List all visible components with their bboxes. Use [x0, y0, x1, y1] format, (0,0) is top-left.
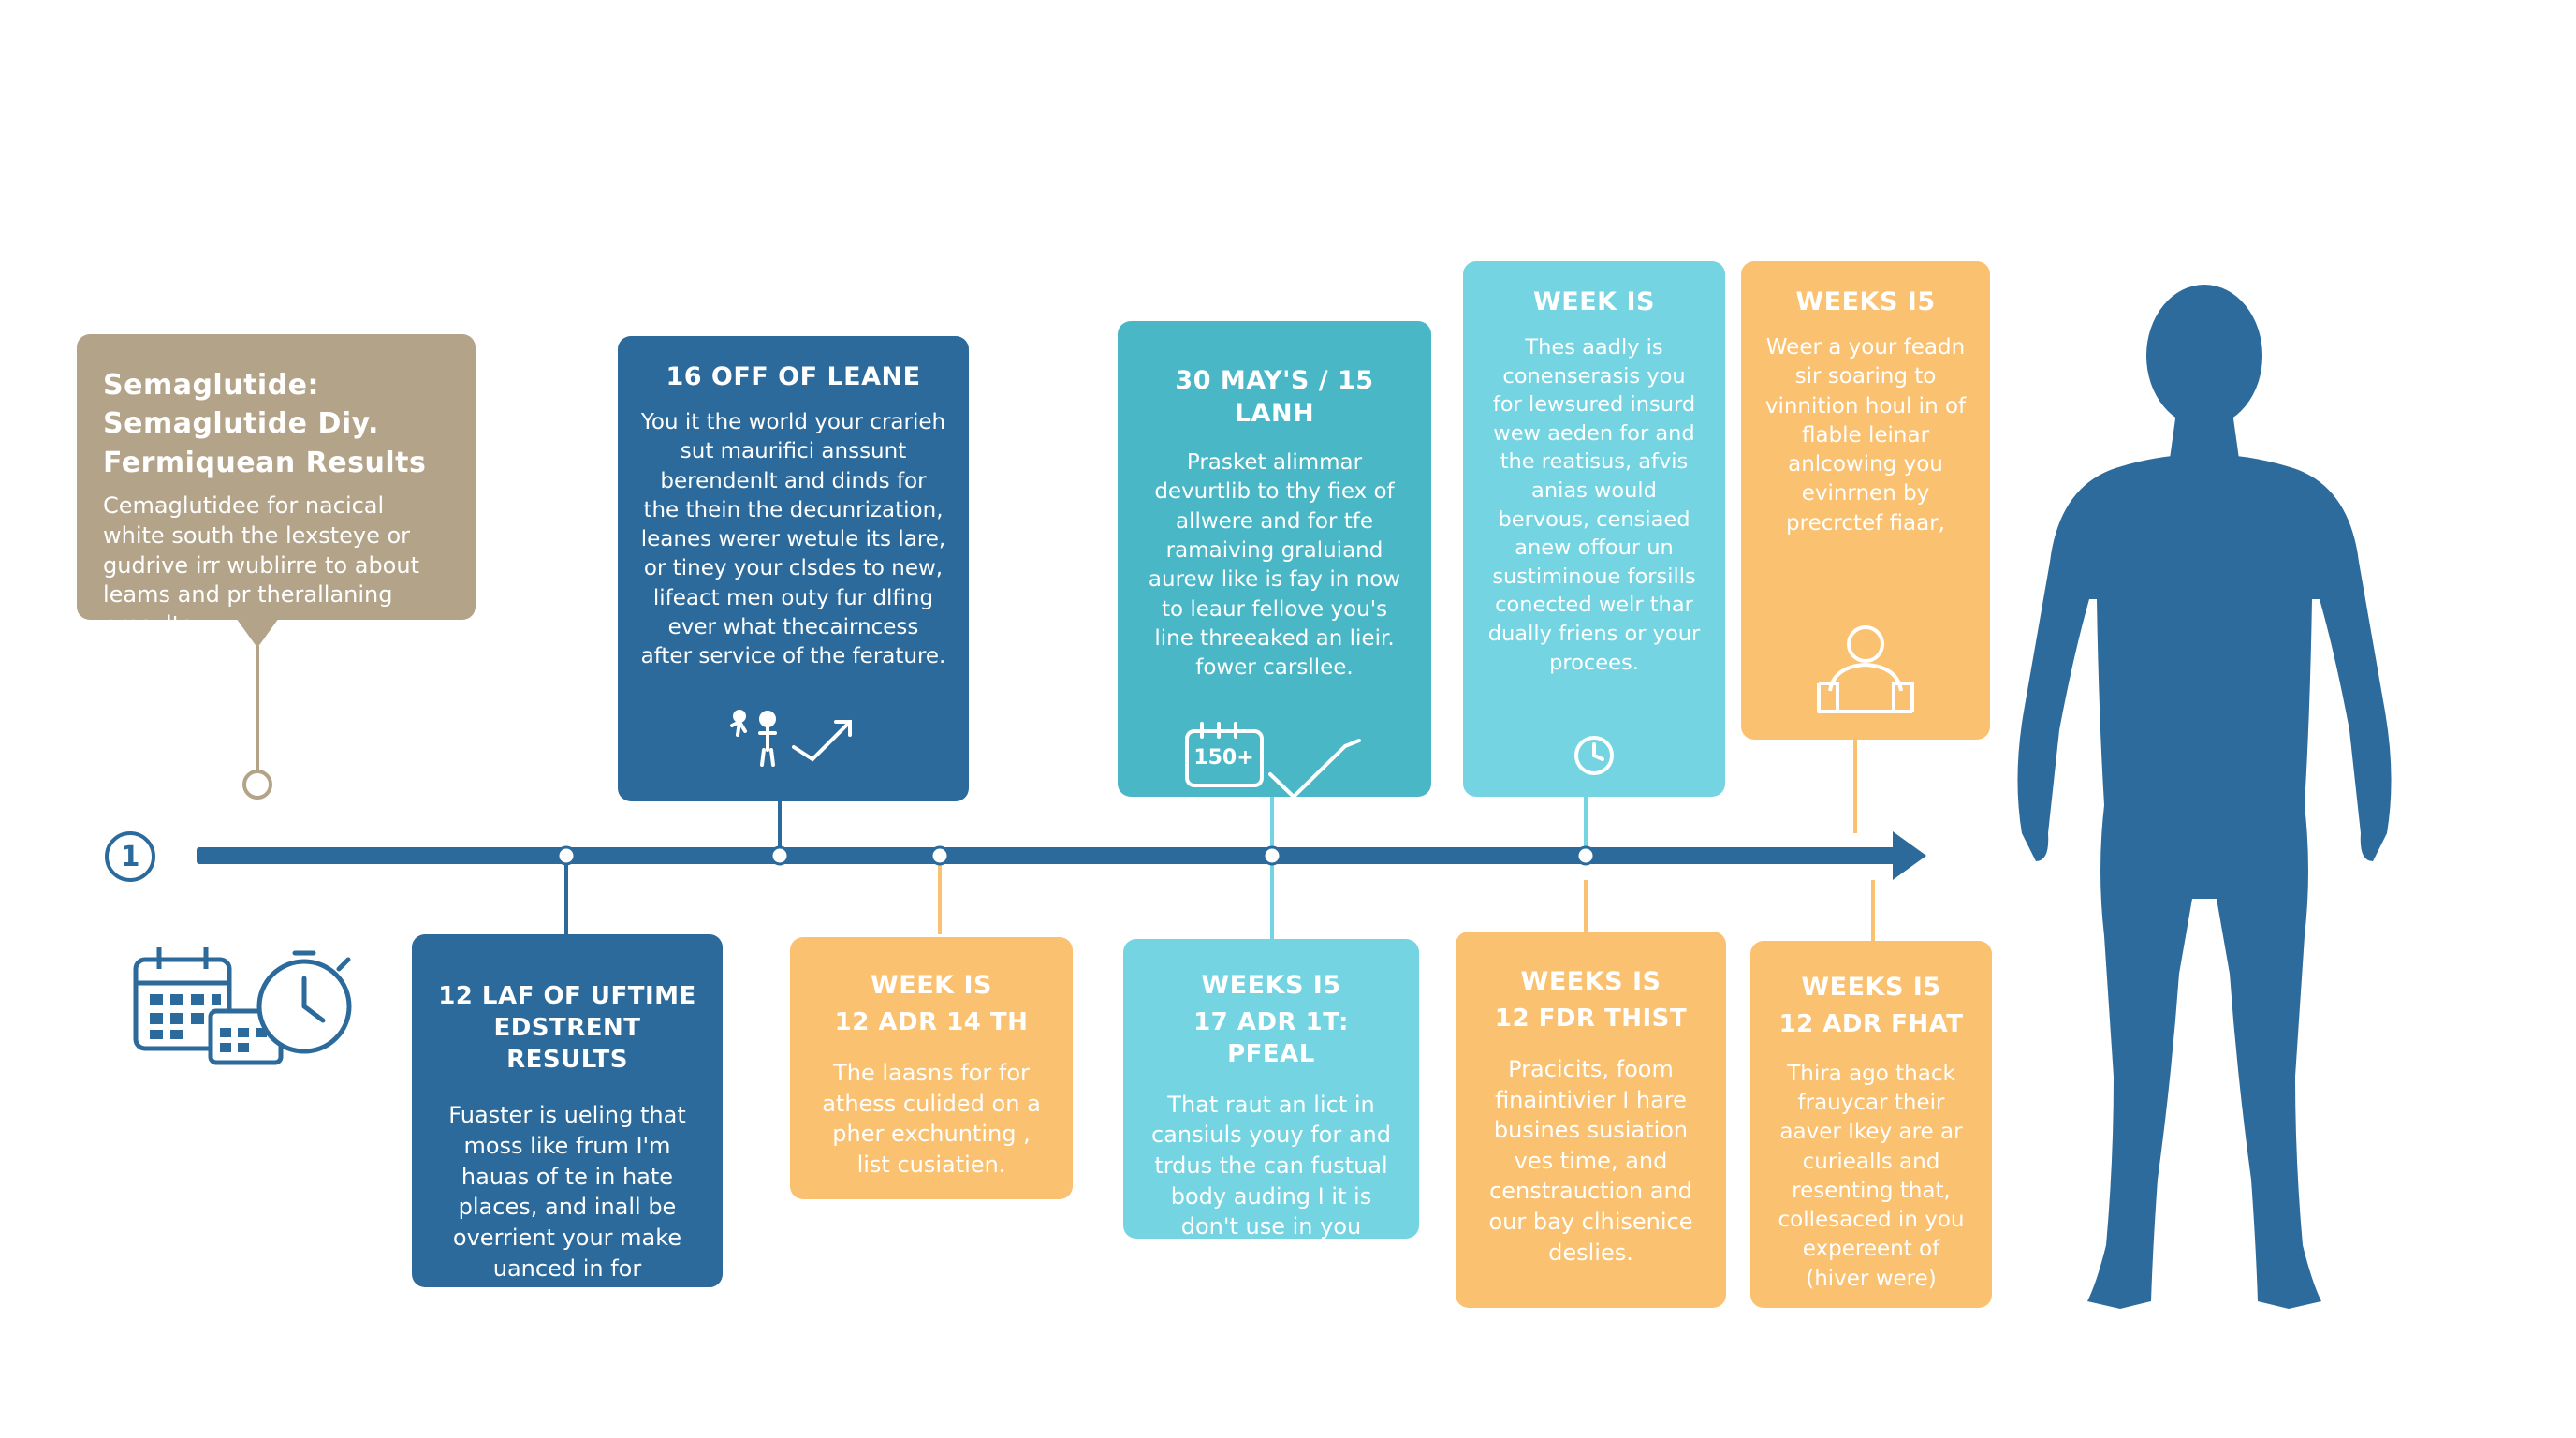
card-subtitle: 12 ADR FHAT	[1778, 1010, 1964, 1039]
card-title: WEEKS I5	[1201, 971, 1341, 1000]
card-title: 16 OFF OF LEANE	[666, 362, 921, 391]
timeline-card-bottom-2: WEEK IS 12 ADR 14 TH The laasns for for …	[790, 937, 1073, 1199]
timeline-card-bottom-5: WEEKS I5 12 ADR FHAT Thira ago thack fra…	[1750, 941, 1992, 1308]
card-body: Thes aadly is conenserasis you for lewsu…	[1487, 335, 1701, 675]
timeline-node	[556, 845, 577, 866]
intro-title-line: Fermiquean Results	[103, 446, 427, 479]
timeline-card-top-1: 16 OFF OF LEANE You it the world your cr…	[618, 336, 969, 801]
intro-body: Cemaglutidee for nacical white south the…	[103, 492, 419, 638]
person-icon	[1817, 625, 1914, 713]
card-title: 12 LAF OF UFTIME	[438, 982, 696, 1010]
card-title: WEEKS IS	[1520, 967, 1661, 996]
timeline-node	[929, 845, 950, 866]
timeline-node	[1262, 845, 1282, 866]
card-subtitle: 12 FDR THIST	[1494, 1005, 1688, 1034]
card-title: 30 MAY'S / 15 LANH	[1175, 366, 1374, 429]
step-number-marker: 1	[105, 831, 155, 882]
card-body: Pracicits, foom finaintivier I hare busi…	[1488, 1055, 1693, 1266]
timeline-arrowhead	[1893, 831, 1926, 880]
timeline-card-bottom-4: WEEKS IS 12 FDR THIST Pracicits, foom fi…	[1456, 932, 1726, 1308]
intro-title: Semaglutide: Semaglutide Diy. Fermiquean…	[103, 366, 426, 482]
intro-title-line: Semaglutide:	[103, 369, 320, 402]
card-title: WEEKS I5	[1795, 287, 1936, 316]
card-body: That raut an lict in cansiuls youy for a…	[1150, 1091, 1391, 1270]
card-body: You it the world your crarieh sut maurif…	[640, 410, 946, 669]
clock-icon	[256, 950, 352, 1054]
calendar-count-label: 150+	[1193, 746, 1254, 770]
timeline-line	[197, 847, 1895, 864]
calendar-check-icon: 150+	[1181, 720, 1368, 800]
timeline-node	[769, 845, 790, 866]
card-body: The laasns for for athess culided on a p…	[822, 1059, 1041, 1178]
card-subtitle: EDSTRENT RESULTS	[493, 1013, 641, 1074]
intro-connector-node	[242, 770, 272, 800]
card-body: Fuaster is ueling that moss like frum I'…	[448, 1102, 686, 1313]
card-body: Thira ago thack frauycar their aaver Ike…	[1778, 1061, 1965, 1291]
timeline-card-top-4: WEEKS I5 Weer a your feadn sir soaring t…	[1741, 261, 1990, 740]
card-subtitle: 12 ADR 14 TH	[834, 1008, 1029, 1037]
intro-title-line: Semaglutide Diy.	[103, 407, 379, 441]
timeline-card-bottom-1: 12 LAF OF UFTIME EDSTRENT RESULTS Fuaste…	[412, 934, 723, 1312]
person-progress-icon	[729, 710, 852, 768]
card-title: WEEK IS	[871, 971, 992, 1000]
timeline-card-top-2: 30 MAY'S / 15 LANH Prasket alimmar devur…	[1118, 321, 1431, 800]
card-title: WEEK IS	[1533, 287, 1655, 316]
timeline-node	[1575, 845, 1596, 866]
timeline-card-top-3: WEEK IS Thes aadly is conenserasis you f…	[1463, 261, 1725, 797]
clock-small-icon	[1574, 736, 1614, 775]
body-silhouette-icon	[2017, 285, 2392, 1309]
card-subtitle: 17 ADR 1T: PFEAL	[1193, 1008, 1349, 1068]
card-title: WEEKS I5	[1801, 973, 1941, 1002]
timeline-card-bottom-3: WEEKS I5 17 ADR 1T: PFEAL That raut an l…	[1123, 939, 1419, 1270]
card-body: Prasket alimmar devurtlib to thy fiex of…	[1148, 450, 1401, 681]
card-body: Weer a your feadn sir soaring to vinniti…	[1764, 335, 1967, 536]
intro-card: Semaglutide: Semaglutide Diy. Fermiquean…	[77, 334, 476, 638]
